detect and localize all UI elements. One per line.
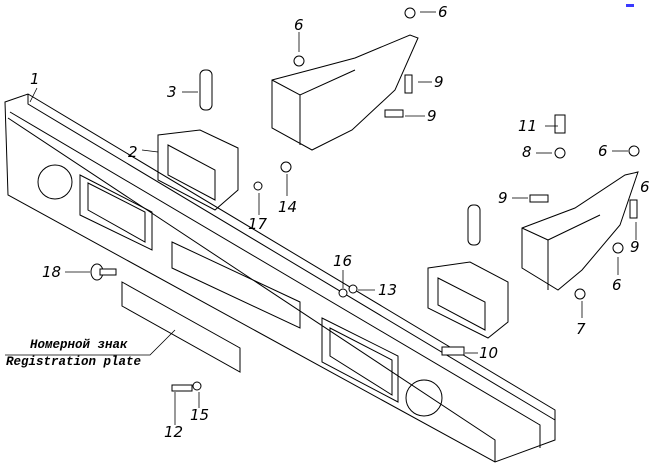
callout-6d: 6 xyxy=(640,178,650,196)
callout-6b: 6 xyxy=(438,3,448,21)
bumper xyxy=(4,93,556,463)
callout-15: 15 xyxy=(190,406,210,424)
callout-11: 11 xyxy=(518,117,538,135)
callout-9b: 9 xyxy=(427,107,437,125)
callout-6e: 6 xyxy=(612,276,622,294)
corner-mark xyxy=(626,4,634,7)
callout-9c: 9 xyxy=(498,189,508,207)
callout-7: 7 xyxy=(576,320,586,338)
pin-right xyxy=(467,204,481,246)
callout-6a: 6 xyxy=(294,16,304,34)
caption-ru: Номерной знак xyxy=(30,338,128,352)
callout-8: 8 xyxy=(522,143,532,161)
callout-17: 17 xyxy=(248,215,268,233)
callout-2: 2 xyxy=(128,143,138,161)
callout-13: 13 xyxy=(378,281,398,299)
mount-box-left xyxy=(157,129,239,211)
callout-9d: 9 xyxy=(630,238,640,256)
callout-10: 10 xyxy=(479,344,499,362)
bracket-left xyxy=(271,34,419,151)
pin-3 xyxy=(199,69,213,111)
callout-1: 1 xyxy=(30,70,40,88)
callout-12: 12 xyxy=(164,423,184,441)
callout-6c: 6 xyxy=(598,142,608,160)
mount-box-right xyxy=(427,261,509,339)
callout-9a: 9 xyxy=(434,73,444,91)
callout-14: 14 xyxy=(278,198,298,216)
callout-18: 18 xyxy=(42,263,62,281)
callout-3: 3 xyxy=(167,83,177,101)
caption-en: Registration plate xyxy=(6,355,142,369)
bracket-right xyxy=(521,171,639,291)
plate-recess xyxy=(171,241,301,329)
callout-16: 16 xyxy=(333,252,353,270)
registration-plate xyxy=(121,281,241,373)
